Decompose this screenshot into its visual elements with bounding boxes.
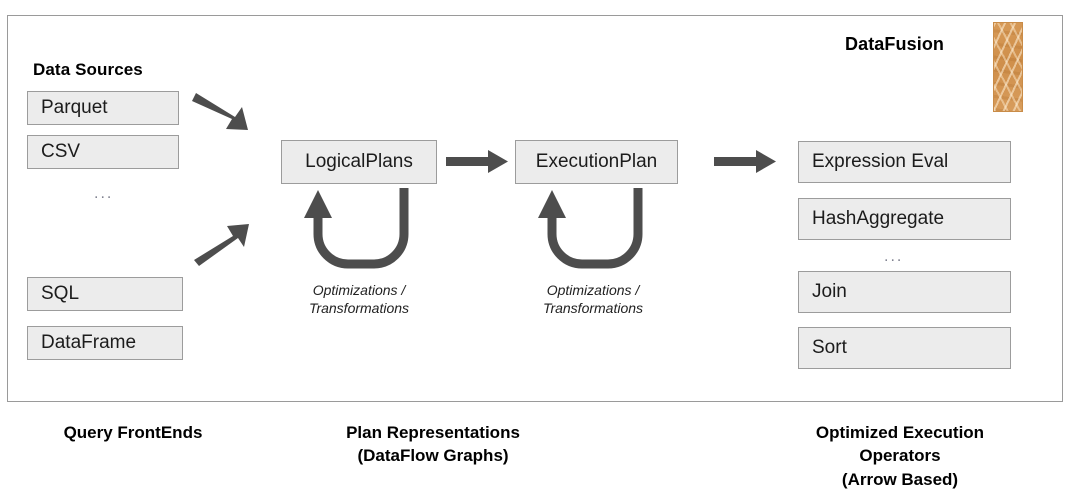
operator-hashaggregate[interactable]: HashAggregate — [798, 198, 1011, 240]
operator-join[interactable]: Join — [798, 271, 1011, 313]
arrow-sources-to-logicalplans-down-icon — [192, 93, 248, 130]
loop-caption-line1: Optimizations / — [312, 282, 406, 298]
caption-plans-line1: Plan Representations — [346, 423, 520, 442]
loop-caption-line2: Transformations — [308, 300, 410, 317]
loop-caption-logicalplans: Optimizations / Transformations — [274, 281, 444, 318]
arrow-logicalplans-to-executionplan-icon — [446, 150, 508, 173]
caption-query-frontends: Query FrontEnds — [63, 423, 203, 442]
caption-operators-line1: Optimized Execution — [815, 423, 985, 442]
loop-caption-line1: Optimizations / — [546, 282, 640, 298]
caption-plan-representations: Plan Representations (DataFlow Graphs) — [288, 421, 578, 468]
data-sources-ellipsis: ... — [94, 185, 114, 202]
data-source-dataframe[interactable]: DataFrame — [27, 326, 183, 360]
caption-optimized-execution-operators: Optimized Execution Operators (Arrow Bas… — [760, 421, 1040, 491]
datafusion-logo-icon — [993, 22, 1023, 112]
data-source-csv[interactable]: CSV — [27, 135, 179, 169]
operators-ellipsis: ... — [884, 248, 904, 265]
datafusion-title: DataFusion — [845, 34, 945, 54]
node-executionplan[interactable]: ExecutionPlan — [515, 140, 678, 184]
data-sources-heading: Data Sources — [33, 60, 143, 79]
caption-operators-line3: (Arrow Based) — [841, 469, 959, 489]
loop-arrow-logicalplans-optimizations-icon — [304, 188, 409, 269]
loop-arrow-executionplan-optimizations-icon — [538, 188, 643, 269]
arrow-executionplan-to-operators-icon — [714, 150, 776, 173]
node-logicalplans[interactable]: LogicalPlans — [281, 140, 437, 184]
loop-caption-line2: Transformations — [542, 300, 644, 317]
loop-caption-executionplan: Optimizations / Transformations — [508, 281, 678, 318]
data-source-sql[interactable]: SQL — [27, 277, 183, 311]
caption-operators-line2: Operators — [859, 446, 941, 466]
operator-expression-eval[interactable]: Expression Eval — [798, 141, 1011, 183]
operator-sort[interactable]: Sort — [798, 327, 1011, 369]
caption-plans-line2: (DataFlow Graphs) — [357, 446, 509, 466]
data-source-parquet[interactable]: Parquet — [27, 91, 179, 125]
arrow-sources-to-logicalplans-up-icon — [194, 224, 249, 266]
